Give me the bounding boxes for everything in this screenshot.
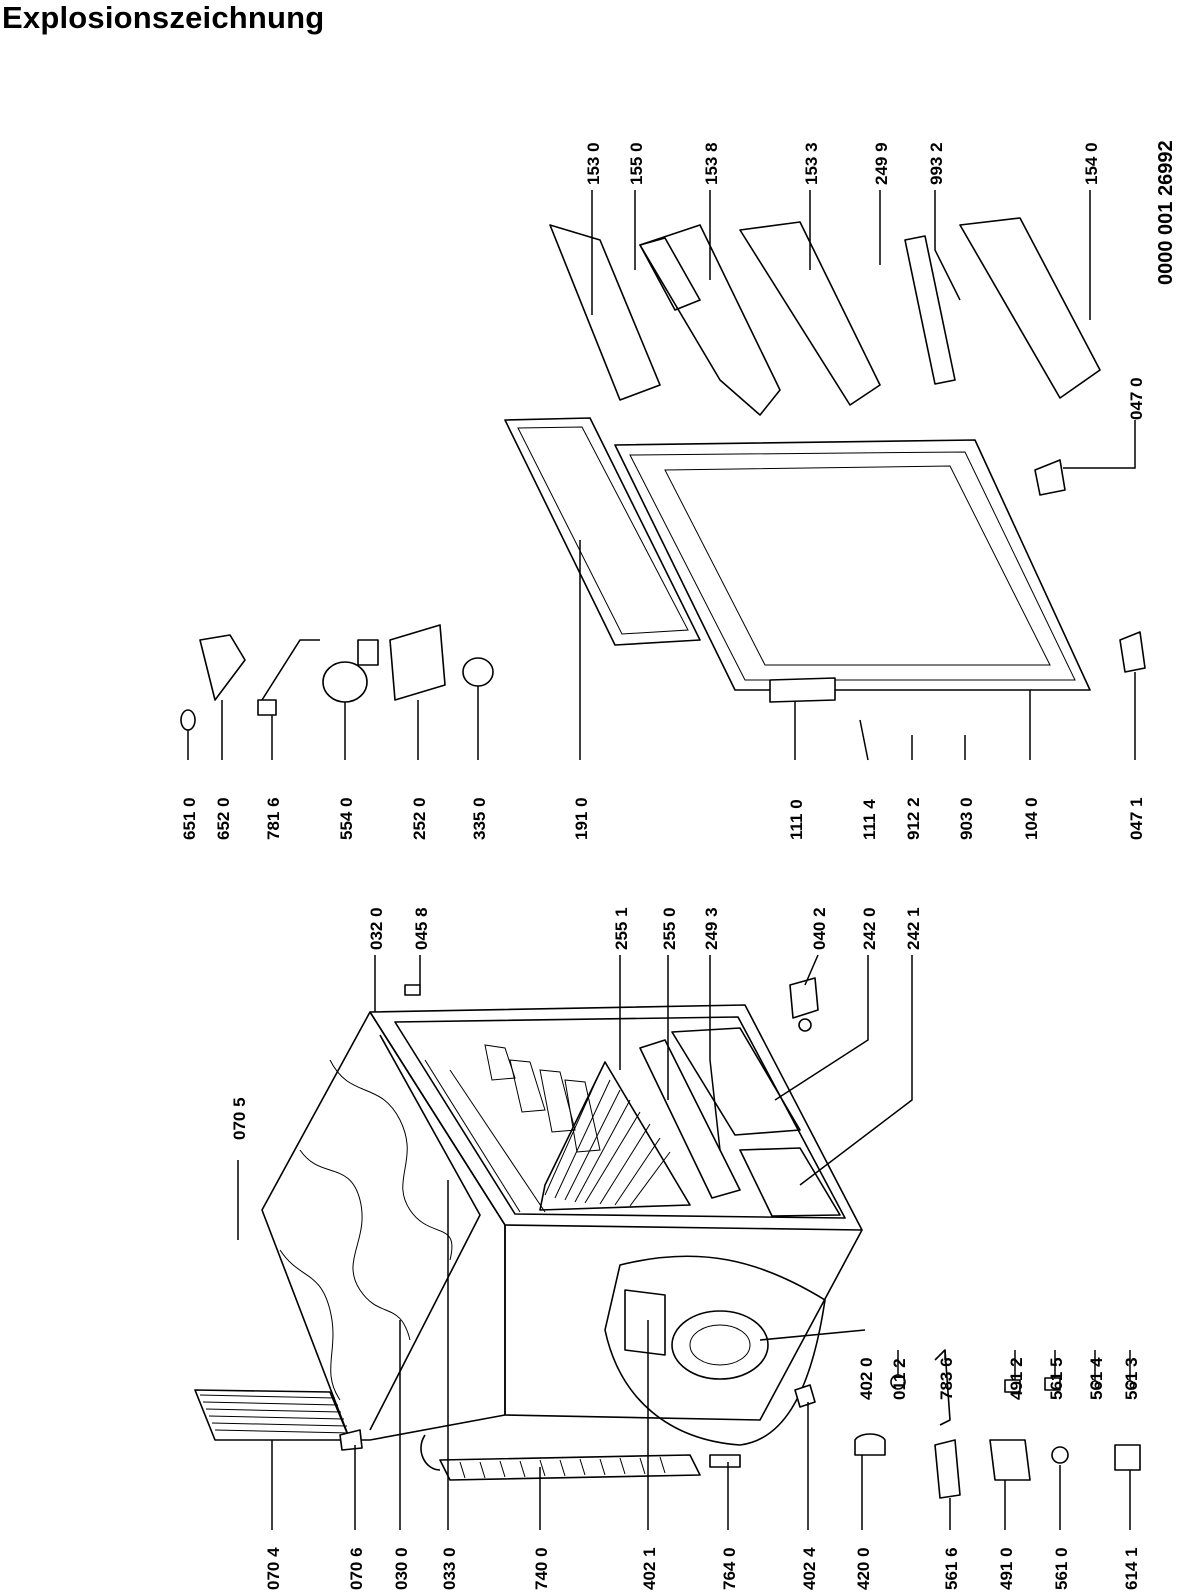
label-154-0: 154 0 xyxy=(1082,142,1101,185)
label-255-0: 255 0 xyxy=(660,907,679,950)
label-561-3: 561 3 xyxy=(1122,1357,1141,1400)
label-111-4: 111 4 xyxy=(860,799,879,840)
label-252-0: 252 0 xyxy=(410,797,429,840)
label-111-0: 111 0 xyxy=(787,799,806,840)
label-491-0: 491 0 xyxy=(997,1547,1016,1590)
label-561-6: 561 6 xyxy=(942,1547,961,1590)
label-783-6: 783 6 xyxy=(937,1357,956,1400)
page-title: Explosionszeichnung xyxy=(2,0,325,35)
label-040-2: 040 2 xyxy=(810,907,829,950)
label-070-4: 070 4 xyxy=(264,1547,283,1590)
door-assembly xyxy=(504,217,1146,703)
label-255-1: 255 1 xyxy=(612,907,631,950)
label-402-0: 402 0 xyxy=(857,1357,876,1400)
label-191-0: 191 0 xyxy=(572,797,591,840)
label-781-6: 781 6 xyxy=(264,797,283,840)
label-402-4: 402 4 xyxy=(800,1547,819,1590)
label-032-0: 032 0 xyxy=(367,907,386,950)
part-labels: 070 4 070 6 030 0 033 0 740 0 402 1 764 … xyxy=(180,140,1177,1590)
label-104-0: 104 0 xyxy=(1022,797,1041,840)
label-561-4: 561 4 xyxy=(1087,1357,1106,1400)
label-153-3: 153 3 xyxy=(802,142,821,185)
label-249-9: 249 9 xyxy=(872,142,891,185)
label-070-6: 070 6 xyxy=(347,1547,366,1590)
label-651-0: 651 0 xyxy=(180,797,199,840)
leader-lines xyxy=(187,190,1136,1530)
label-912-2: 912 2 xyxy=(904,797,923,840)
label-903-0: 903 0 xyxy=(957,797,976,840)
label-047-0: 047 0 xyxy=(1127,377,1146,420)
label-652-0: 652 0 xyxy=(214,797,233,840)
label-335-0: 335 0 xyxy=(470,797,489,840)
label-764-0: 764 0 xyxy=(720,1547,739,1590)
label-740-0: 740 0 xyxy=(532,1547,551,1590)
label-242-1: 242 1 xyxy=(904,907,923,950)
label-402-1: 402 1 xyxy=(640,1547,659,1590)
document-number: 0000 001 26992 xyxy=(1155,140,1177,285)
cabinet-body xyxy=(194,1004,863,1481)
label-033-0: 033 0 xyxy=(440,1547,459,1590)
label-561-0: 561 0 xyxy=(1052,1547,1071,1590)
label-561-5: 561 5 xyxy=(1047,1357,1066,1400)
label-554-0: 554 0 xyxy=(337,797,356,840)
label-045-8: 045 8 xyxy=(412,907,431,950)
label-420-0: 420 0 xyxy=(854,1547,873,1590)
label-030-0: 030 0 xyxy=(392,1547,411,1590)
label-491-2: 491 2 xyxy=(1007,1357,1026,1400)
label-614-1: 614 1 xyxy=(1122,1547,1141,1590)
small-parts-lower xyxy=(339,977,1141,1499)
label-153-0: 153 0 xyxy=(584,142,603,185)
label-155-0: 155 0 xyxy=(627,142,646,185)
label-993-2: 993 2 xyxy=(927,142,946,185)
label-070-5: 070 5 xyxy=(230,1097,249,1140)
label-011-2: 011 2 xyxy=(890,1358,909,1400)
small-parts-upper xyxy=(180,624,494,731)
label-153-8: 153 8 xyxy=(702,142,721,185)
label-047-1: 047 1 xyxy=(1127,797,1146,840)
label-249-3: 249 3 xyxy=(702,907,721,950)
label-242-0: 242 0 xyxy=(860,907,879,950)
